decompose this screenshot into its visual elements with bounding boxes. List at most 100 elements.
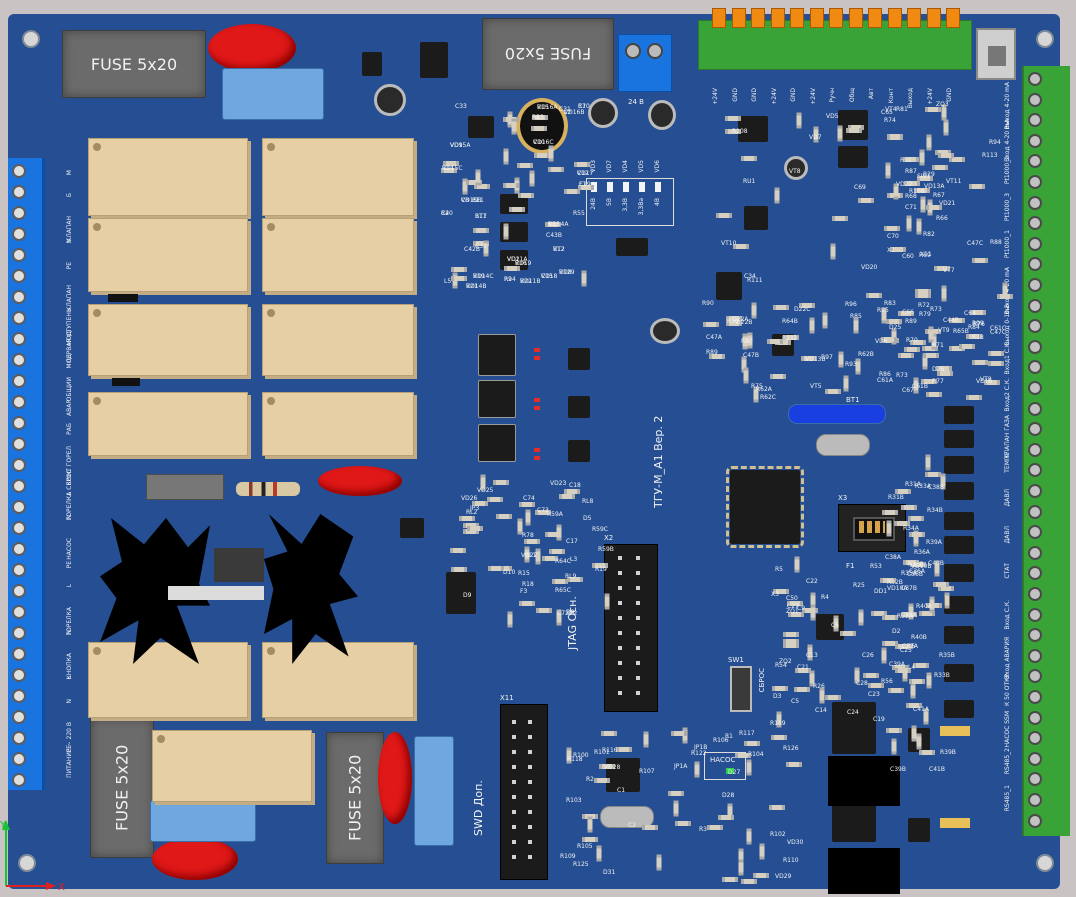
terminal-screw[interactable]: [12, 605, 26, 619]
terminal-screw[interactable]: [12, 710, 26, 724]
reference-designator: D22A: [732, 316, 749, 323]
terminal-screw[interactable]: [1028, 648, 1042, 663]
terminal-screw[interactable]: [1028, 525, 1042, 540]
terminal-screw[interactable]: [1028, 751, 1042, 766]
terminal-latch[interactable]: [790, 8, 804, 28]
terminal-screw[interactable]: [12, 290, 26, 304]
terminal-screw[interactable]: [1028, 793, 1042, 807]
terminal-screw[interactable]: [1028, 401, 1042, 416]
terminal-screw[interactable]: [12, 563, 26, 577]
terminal-screw[interactable]: [1028, 113, 1042, 128]
reset-button[interactable]: [730, 666, 752, 712]
terminal-screw[interactable]: [12, 437, 26, 451]
terminal-screw[interactable]: [1028, 236, 1042, 251]
terminal-screw[interactable]: [1028, 587, 1042, 601]
terminal-screw[interactable]: [1028, 772, 1042, 787]
terminal-screw[interactable]: [1028, 319, 1042, 334]
terminal-screw[interactable]: [12, 626, 26, 640]
terminal-screw[interactable]: [12, 206, 26, 220]
terminal-screw[interactable]: [1028, 442, 1042, 457]
terminal-screw[interactable]: [1028, 710, 1042, 725]
terminal-screw[interactable]: [1028, 133, 1042, 148]
terminal-screw[interactable]: [12, 311, 26, 325]
terminal-latch[interactable]: [712, 8, 726, 28]
terminal-screw[interactable]: [12, 773, 26, 787]
voltage-value: 4В: [654, 198, 661, 206]
terminal-screw[interactable]: [1028, 154, 1042, 169]
terminal-screw[interactable]: [1028, 278, 1042, 292]
terminal-screw[interactable]: [1028, 381, 1042, 395]
terminal-latch[interactable]: [731, 8, 746, 28]
terminal-screw[interactable]: [1028, 216, 1042, 231]
terminal-screw[interactable]: [12, 269, 26, 283]
reference-designator: C38A: [885, 554, 901, 561]
terminal-latch[interactable]: [751, 8, 765, 28]
terminal-screw[interactable]: [12, 521, 26, 535]
smd-component: [910, 682, 916, 699]
terminal-latch[interactable]: [809, 8, 824, 28]
terminal-screw[interactable]: [12, 752, 26, 766]
terminal-latch[interactable]: [770, 8, 785, 28]
terminal-screw[interactable]: [12, 458, 26, 472]
terminal-screw[interactable]: [12, 227, 26, 241]
terminal-screw[interactable]: [12, 689, 26, 703]
terminal-latch[interactable]: [829, 8, 843, 28]
terminal-screw[interactable]: [1028, 607, 1042, 622]
jumper[interactable]: [112, 378, 140, 386]
terminal-latch[interactable]: [926, 8, 941, 28]
terminal-screw[interactable]: [1028, 484, 1042, 498]
terminal-screw[interactable]: [12, 248, 26, 262]
terminal-screw[interactable]: [12, 185, 26, 199]
reference-designator: R72: [918, 302, 930, 309]
terminal-latch[interactable]: [848, 8, 863, 28]
terminal-latch[interactable]: [868, 8, 882, 28]
terminal-screw[interactable]: [1028, 731, 1042, 746]
terminal-screw[interactable]: [12, 164, 26, 178]
terminal-label: Pt1000_3: [1004, 193, 1011, 222]
terminal-screw[interactable]: [12, 416, 26, 430]
reference-designator: R40A: [916, 603, 932, 610]
smd-component: [675, 821, 691, 826]
terminal-screw[interactable]: [1028, 813, 1042, 828]
terminal-screw[interactable]: [12, 542, 26, 556]
terminal-screw[interactable]: [12, 647, 26, 661]
terminal-screw[interactable]: [12, 731, 26, 745]
terminal-screw[interactable]: [12, 668, 26, 682]
reference-designator: R66: [936, 215, 948, 222]
terminal-latch[interactable]: [887, 8, 902, 28]
terminal-screw[interactable]: [1028, 92, 1042, 107]
terminal-screw[interactable]: [1028, 463, 1042, 478]
terminal-screw[interactable]: [1028, 257, 1042, 272]
jumper[interactable]: [940, 726, 970, 736]
terminal-latch[interactable]: [946, 8, 960, 28]
terminal-screw[interactable]: [12, 332, 26, 346]
terminal-screw[interactable]: [1028, 175, 1042, 189]
terminal-screw[interactable]: [1028, 72, 1042, 86]
smd-component: [925, 107, 941, 112]
terminal-screw[interactable]: [1028, 669, 1042, 684]
terminal-screw[interactable]: [1028, 339, 1042, 354]
terminal-screw[interactable]: [1028, 504, 1042, 519]
terminal-screw[interactable]: [12, 353, 26, 367]
reference-designator: R19: [595, 566, 607, 573]
terminal-screw[interactable]: [12, 479, 26, 493]
terminal-screw[interactable]: [1028, 545, 1042, 560]
reference-designator: R108: [909, 188, 925, 195]
terminal-screw[interactable]: [1028, 566, 1042, 581]
smd-component: [545, 222, 561, 227]
terminal-screw[interactable]: [1028, 422, 1042, 437]
jumper[interactable]: [940, 818, 970, 828]
terminal-screw[interactable]: [12, 584, 26, 598]
terminal-screw[interactable]: [1028, 195, 1042, 210]
terminal-screw[interactable]: [1028, 628, 1042, 643]
terminal-screw[interactable]: [12, 500, 26, 514]
terminal-screw[interactable]: [12, 374, 26, 388]
smd-component: [601, 731, 617, 736]
jumper[interactable]: [108, 294, 138, 302]
terminal-screw[interactable]: [1028, 360, 1042, 375]
terminal-latch[interactable]: [907, 8, 921, 28]
reference-designator: RL2: [466, 509, 478, 516]
terminal-screw[interactable]: [1028, 690, 1042, 704]
terminal-screw[interactable]: [1028, 298, 1042, 313]
terminal-screw[interactable]: [12, 395, 26, 409]
